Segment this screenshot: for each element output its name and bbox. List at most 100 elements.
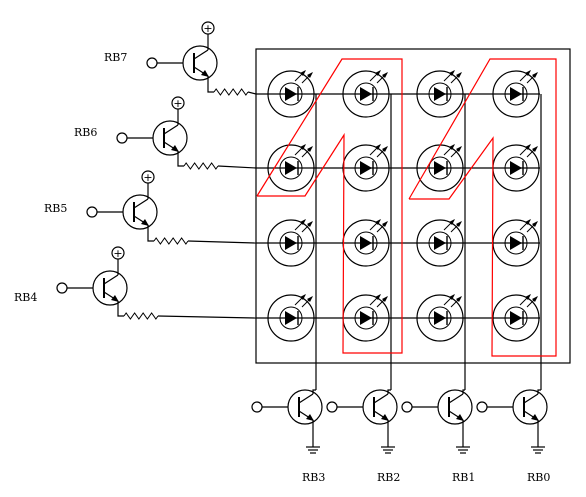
light-arrow-head bbox=[525, 219, 531, 225]
row-feed-wire bbox=[217, 165, 257, 169]
light-arrow-head bbox=[525, 144, 531, 150]
transistor-collector bbox=[193, 49, 209, 60]
column-driver-0: RB3 bbox=[251, 389, 325, 484]
emitter-arrow-icon bbox=[141, 219, 149, 226]
emitter-arrow-icon bbox=[171, 145, 179, 152]
collector-wire bbox=[537, 389, 541, 394]
row-transistor-icon bbox=[182, 45, 218, 81]
light-arrow-head bbox=[449, 294, 455, 300]
light-arrow-head bbox=[456, 296, 462, 302]
transistor-body bbox=[122, 194, 158, 230]
column-transistor-icon bbox=[437, 389, 473, 425]
collector-wire bbox=[312, 389, 316, 394]
emitter-arrow-icon bbox=[456, 414, 464, 421]
light-arrow-head bbox=[456, 72, 462, 78]
light-arrow-head bbox=[532, 221, 538, 227]
row-label: RB7 bbox=[104, 51, 127, 64]
light-arrow-head bbox=[307, 296, 313, 302]
transistor-body bbox=[152, 120, 188, 156]
collector-wire bbox=[462, 389, 465, 394]
input-terminal-icon bbox=[476, 401, 488, 413]
supply-plus-icon bbox=[171, 96, 185, 110]
light-arrow-head bbox=[375, 219, 381, 225]
light-arrow-head bbox=[382, 296, 388, 302]
input-terminal-icon bbox=[146, 57, 158, 69]
light-arrow-head bbox=[525, 294, 531, 300]
light-arrow-head bbox=[449, 70, 455, 76]
row-transistor-icon bbox=[92, 270, 128, 306]
column-label: RB3 bbox=[302, 471, 325, 484]
overlay-digit-2 bbox=[256, 58, 403, 354]
column-driver-2: RB1 bbox=[401, 389, 475, 484]
light-arrow-head bbox=[300, 294, 306, 300]
row-resistor-icon bbox=[183, 162, 219, 170]
supply-plus-icon bbox=[201, 21, 215, 35]
light-arrow-head bbox=[449, 219, 455, 225]
overlay-digit-1 bbox=[408, 58, 557, 357]
emitter-wire bbox=[177, 151, 184, 167]
supply-plus-icon bbox=[111, 246, 125, 260]
light-arrow-head bbox=[307, 146, 313, 152]
emitter-wire bbox=[147, 225, 154, 242]
emitter-arrow-icon bbox=[111, 295, 119, 302]
row-feed-wire bbox=[157, 315, 257, 319]
emitter-arrow-icon bbox=[381, 414, 389, 421]
light-arrow-head bbox=[532, 146, 538, 152]
row-label: RB4 bbox=[14, 291, 37, 304]
transistor-body bbox=[182, 45, 218, 81]
light-arrow-head bbox=[382, 221, 388, 227]
supply-symbol: + bbox=[143, 171, 152, 184]
transistor-body bbox=[512, 389, 548, 425]
light-arrow-head bbox=[449, 144, 455, 150]
row-transistor-icon bbox=[152, 120, 188, 156]
input-terminal-icon bbox=[56, 282, 68, 294]
input-terminal-icon bbox=[116, 132, 128, 144]
light-arrow-head bbox=[307, 221, 313, 227]
column-transistor-icon bbox=[287, 389, 323, 425]
column-transistor-icon bbox=[512, 389, 548, 425]
supply-symbol: + bbox=[203, 22, 212, 35]
emitter-wire bbox=[207, 76, 214, 93]
column-driver-3: RB0 bbox=[476, 389, 550, 484]
input-terminal-icon bbox=[326, 401, 338, 413]
light-arrow-head bbox=[456, 146, 462, 152]
transistor-body bbox=[362, 389, 398, 425]
column-label: RB1 bbox=[452, 471, 475, 484]
supply-plus-icon bbox=[141, 170, 155, 184]
transistor-collector bbox=[298, 393, 314, 404]
transistor-collector bbox=[163, 124, 179, 135]
row-driver-2: + RB5 bbox=[44, 170, 257, 245]
column-label: RB0 bbox=[527, 471, 550, 484]
row-resistor-icon bbox=[123, 312, 159, 320]
transistor-body bbox=[287, 389, 323, 425]
transistor-body bbox=[437, 389, 473, 425]
matrix-frame bbox=[255, 48, 571, 364]
emitter-arrow-icon bbox=[531, 414, 539, 421]
transistor-body bbox=[92, 270, 128, 306]
row-driver-3: +RB4 bbox=[14, 246, 257, 320]
digit-overlay bbox=[256, 58, 557, 357]
column-driver-1: RB2 bbox=[326, 389, 400, 484]
row-resistor-icon bbox=[213, 88, 249, 96]
input-terminal-icon bbox=[251, 401, 263, 413]
light-arrow-head bbox=[532, 296, 538, 302]
light-arrow-head bbox=[456, 221, 462, 227]
light-arrow-head bbox=[375, 294, 381, 300]
light-arrow-head bbox=[532, 72, 538, 78]
light-arrow-head bbox=[375, 144, 381, 150]
collector-wire bbox=[387, 389, 391, 394]
input-terminal-icon bbox=[401, 401, 413, 413]
emitter-arrow-icon bbox=[201, 70, 209, 77]
supply-symbol: + bbox=[173, 97, 182, 110]
transistor-collector bbox=[103, 274, 119, 285]
light-arrow-head bbox=[375, 70, 381, 76]
row-label: RB5 bbox=[44, 202, 67, 215]
row-resistor-icon bbox=[153, 237, 189, 245]
light-arrow-head bbox=[525, 70, 531, 76]
light-arrow-head bbox=[307, 72, 313, 78]
transistor-collector bbox=[448, 393, 464, 404]
emitter-wire bbox=[117, 301, 124, 317]
row-driver-0: + RB7 bbox=[104, 21, 257, 96]
